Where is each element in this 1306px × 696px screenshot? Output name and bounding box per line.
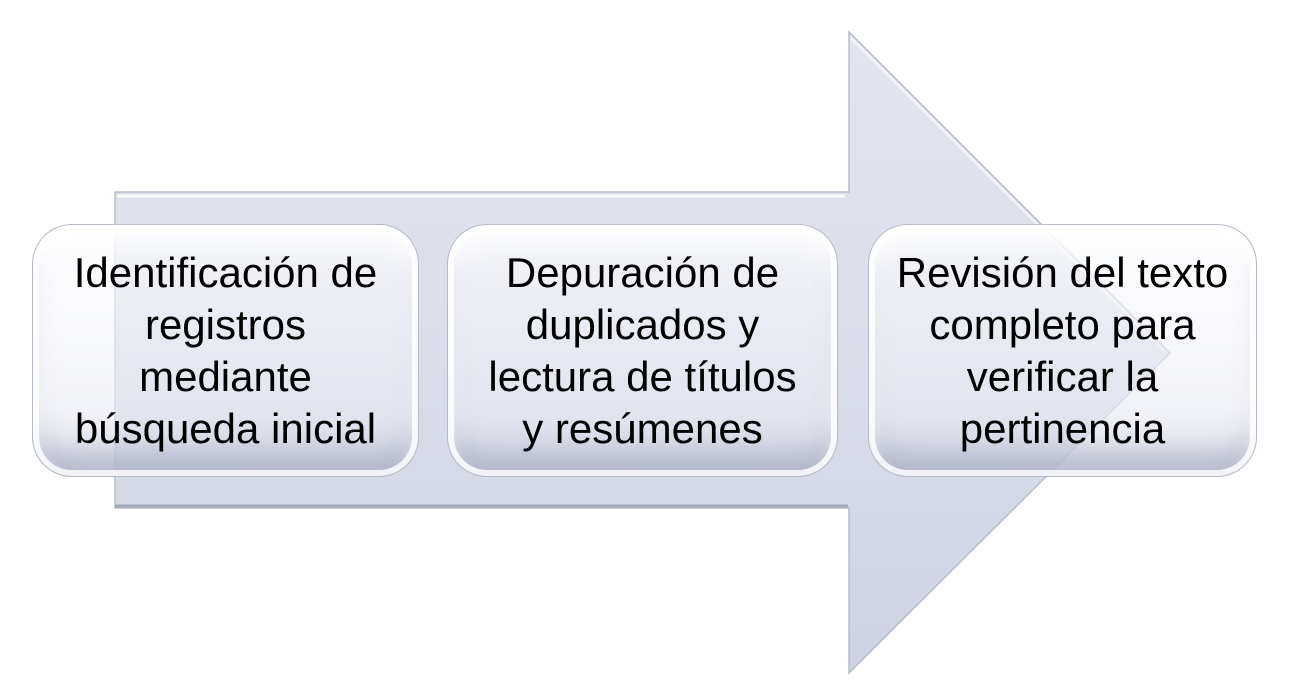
- step-box-1: Identificación de registros mediante bús…: [32, 224, 419, 477]
- step-box-3: Revisión del texto completo para verific…: [868, 224, 1257, 477]
- step-1-text: Identificación de registros mediante bús…: [73, 248, 378, 452]
- step-box-2: Depuración de duplicados y lectura de tí…: [447, 224, 838, 477]
- step-3-text: Revisión del texto completo para verific…: [896, 248, 1229, 452]
- step-2-text: Depuración de duplicados y lectura de tí…: [488, 248, 797, 452]
